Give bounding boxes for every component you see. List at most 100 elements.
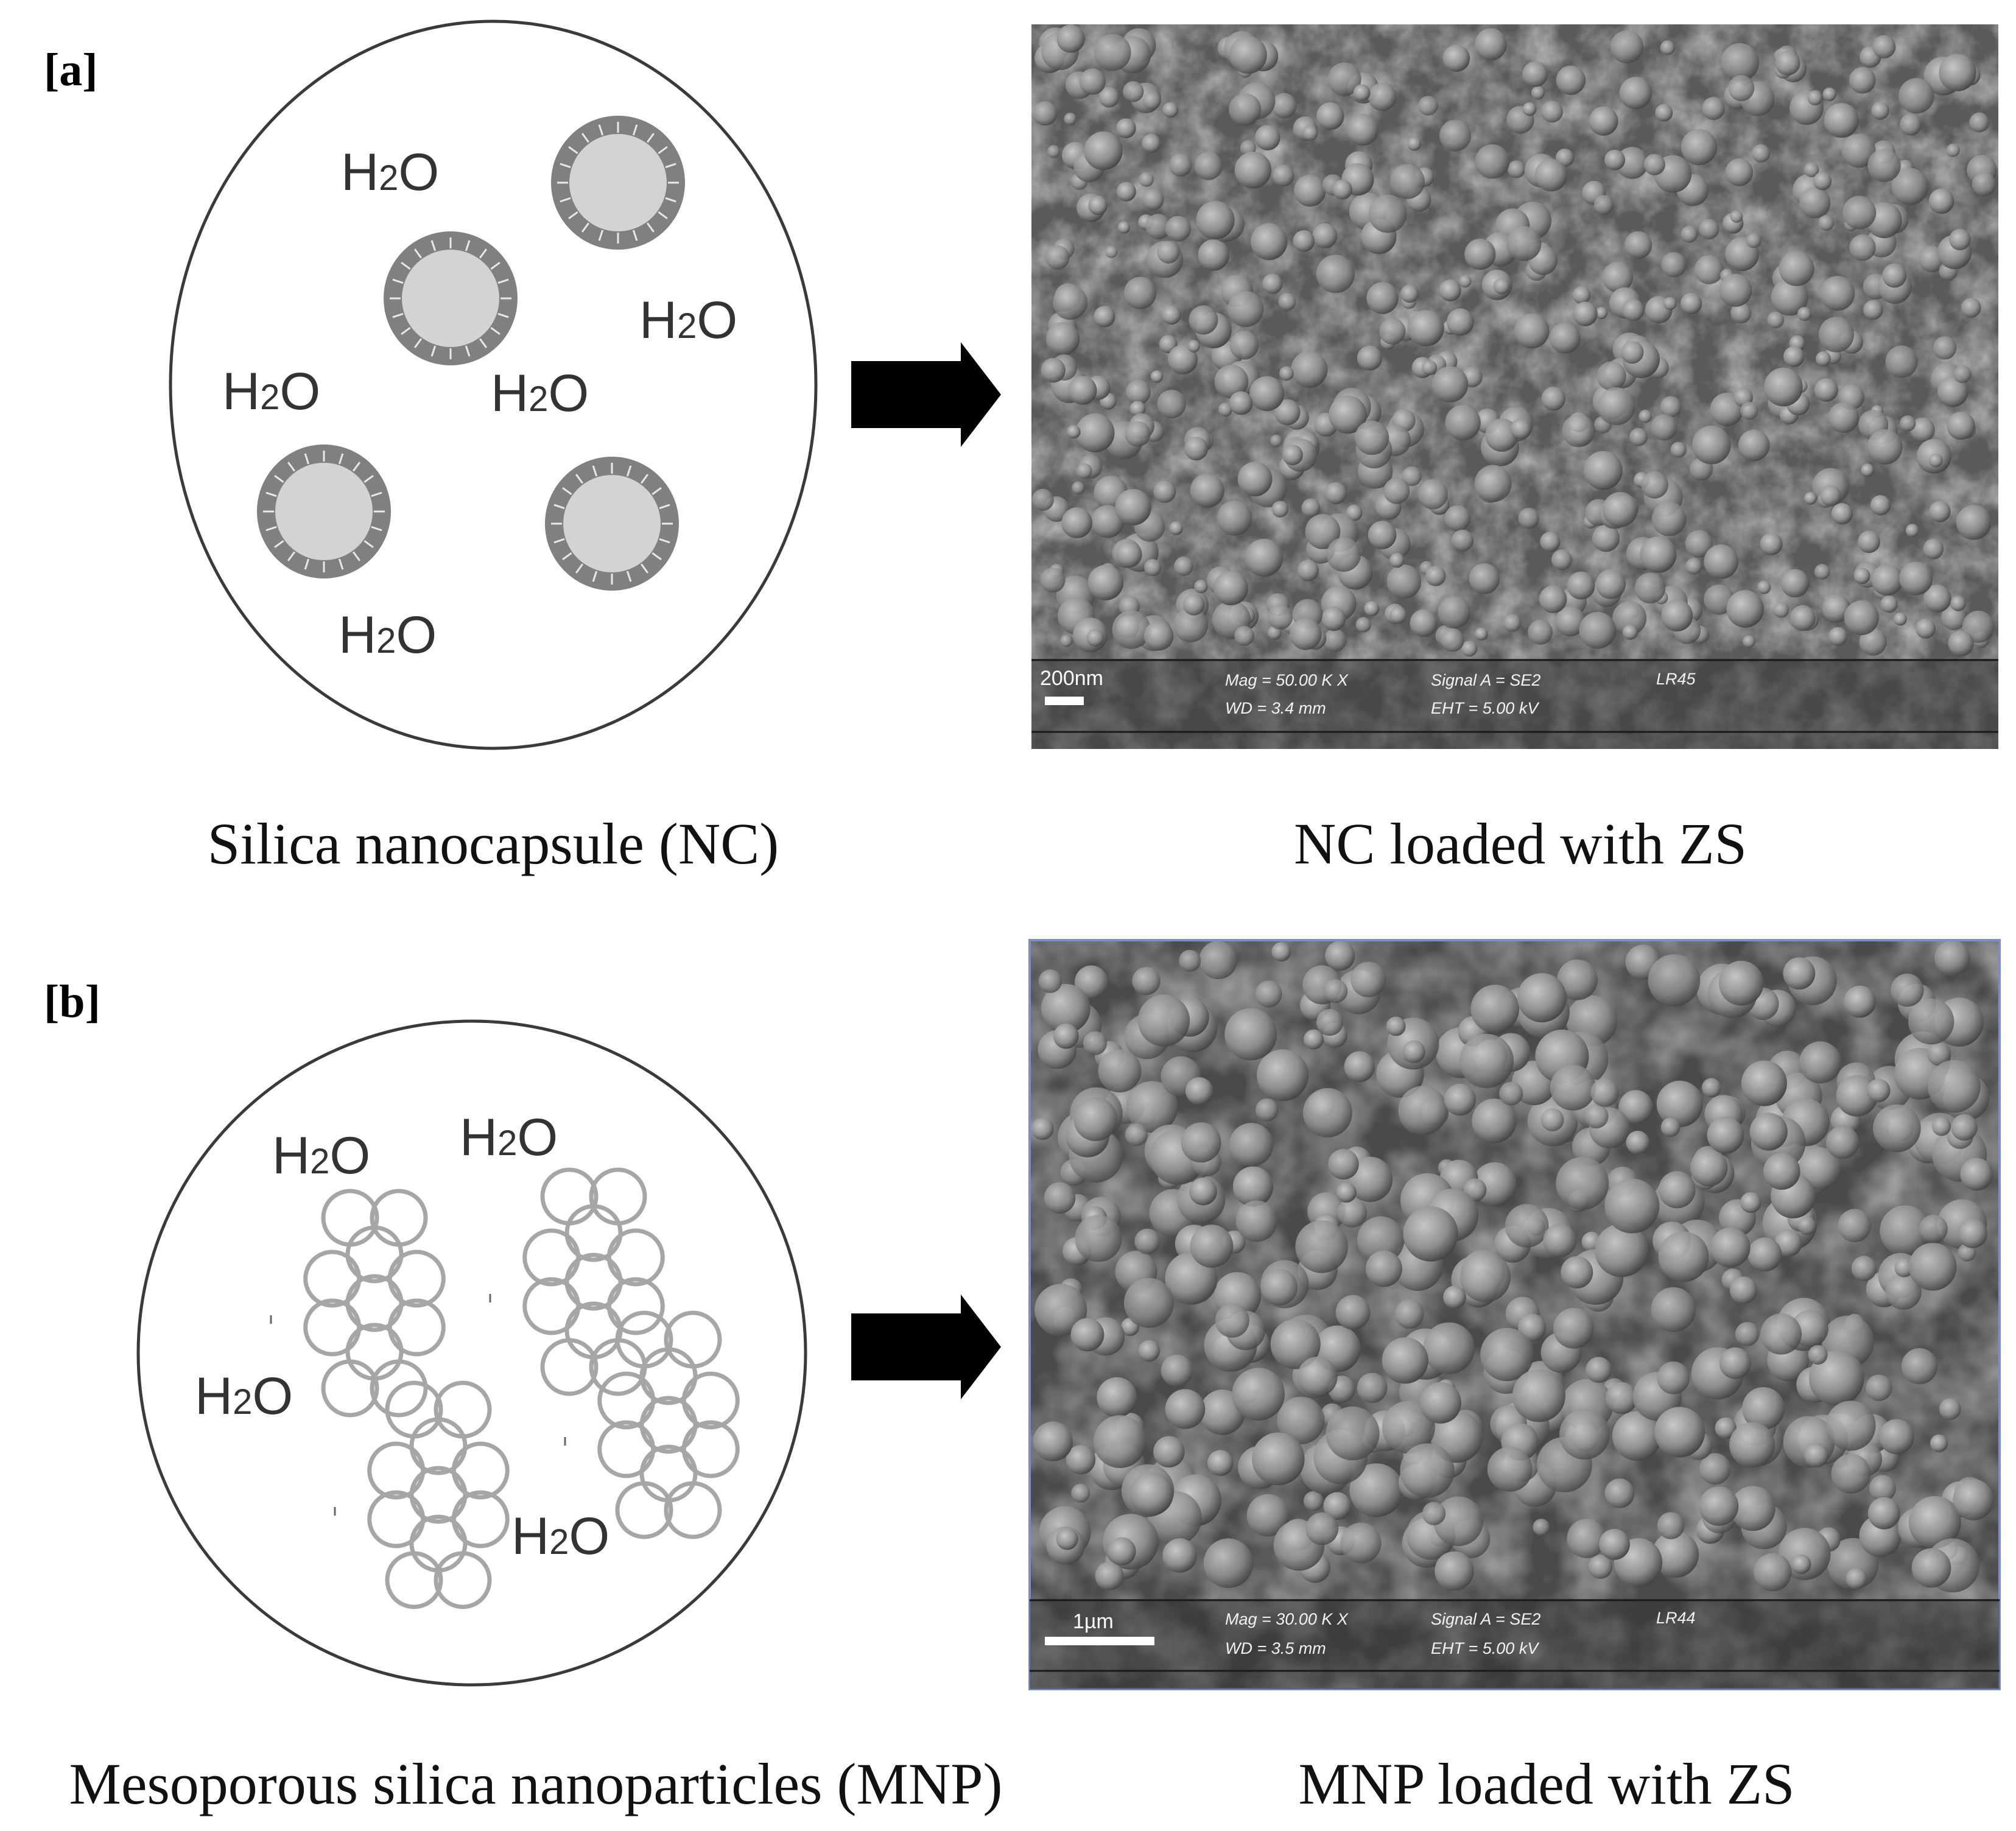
water-label: H2O: [511, 1507, 609, 1566]
sem-particles: [1031, 24, 1997, 657]
sem-particle: [1487, 1446, 1533, 1492]
sem-eht: EHT = 5.00 kV: [1431, 699, 1540, 717]
sem-particle: [1116, 118, 1136, 138]
sem-particle: [1073, 1097, 1118, 1142]
sem-particle: [1470, 985, 1520, 1033]
sem-particle: [1604, 149, 1625, 170]
sem-particle: [1270, 1319, 1321, 1369]
sem-particle: [1142, 188, 1164, 211]
sem-particle: [1926, 1041, 1951, 1066]
sem-particle: [1783, 957, 1816, 990]
sem-particle: [1340, 1522, 1382, 1564]
sem-particle: [1323, 628, 1347, 652]
sem-particle: [1754, 1553, 1792, 1592]
sem-particle: [1485, 418, 1519, 452]
sem-particle: [1157, 390, 1186, 419]
sem-particle: [1939, 1398, 1961, 1420]
water-label: H2O: [272, 1126, 370, 1185]
sem-particle: [1441, 628, 1464, 652]
sem-particle: [1818, 215, 1835, 231]
sem-particle: [1603, 492, 1638, 527]
sem-particle: [1825, 1400, 1876, 1451]
sem-particle: [1324, 979, 1348, 1003]
sem-particle: [1867, 149, 1901, 182]
sem-particle: [1252, 1432, 1305, 1486]
sem-particle: [1097, 1377, 1137, 1418]
sem-particle: [1353, 84, 1371, 102]
sem-particle: [1126, 379, 1151, 405]
sem-particle: [1741, 1060, 1787, 1106]
sem-particle: [1541, 100, 1563, 123]
panel-b-label: [b]: [44, 976, 100, 1027]
sem-particle: [1355, 420, 1389, 455]
sem-particle: [1866, 1374, 1892, 1401]
sem-particle: [1710, 1227, 1751, 1268]
sem-particle: [1899, 561, 1933, 596]
sem-particle: [1626, 1131, 1650, 1154]
sem-particle: [1044, 1182, 1076, 1214]
sem-particle: [1033, 101, 1058, 126]
sem-particle: [1681, 225, 1698, 243]
sem-particle: [1651, 414, 1677, 441]
sem-particle: [1658, 1171, 1696, 1209]
sem-particle: [1814, 564, 1830, 580]
sem-particle: [1702, 97, 1726, 121]
sem-particle: [1461, 641, 1478, 657]
sem-particle: [1031, 1117, 1054, 1140]
sem-particle: [1126, 1081, 1178, 1133]
sem-particle: [1813, 172, 1832, 191]
sem-particle: [1228, 290, 1264, 328]
sem-particle: [1616, 147, 1648, 179]
sem-particle: [1045, 245, 1070, 270]
sem-particle: [1189, 1177, 1217, 1206]
sem-particle: [1778, 1528, 1831, 1581]
sem-particle: [1567, 1519, 1606, 1558]
sem-particle: [1213, 571, 1248, 606]
sem-particle: [1681, 292, 1702, 314]
sem-particle: [1246, 1494, 1290, 1537]
sem-particle: [1499, 1081, 1523, 1106]
sem-particle: [1190, 473, 1224, 508]
sem-info-bar: 1µm Mag = 30.00 K X WD = 3.5 mm Signal A…: [1030, 1599, 2000, 1689]
sem-particle: [1798, 1147, 1841, 1190]
arrow-icon: [851, 1295, 1001, 1399]
sem-particle: [1389, 553, 1405, 568]
sem-particle: [1550, 1064, 1596, 1111]
sem-particle: [1400, 1443, 1455, 1498]
sem-particle: [1277, 1396, 1325, 1444]
sem-particle: [1475, 28, 1508, 61]
sem-particle: [1836, 1075, 1878, 1117]
sem-particle: [1142, 133, 1161, 153]
sem-particle: [1382, 1337, 1428, 1384]
sem-particle: [1198, 239, 1229, 271]
sem-particle: [1719, 1347, 1751, 1379]
sem-particle: [1880, 595, 1898, 613]
panel-a: [a] H2O H2O H2O H2O H2O 200nm Mag =: [44, 19, 1998, 876]
sem-particle: [1303, 1088, 1352, 1137]
sem-particle: [1894, 1257, 1914, 1277]
sem-particle: [1859, 628, 1887, 656]
sem-particle: [1034, 1284, 1087, 1337]
sem-particle: [1740, 401, 1758, 420]
sem-particle: [1586, 1357, 1612, 1383]
sem-particles: [1031, 940, 1994, 1593]
sem-particle: [1760, 1313, 1802, 1355]
sem-particle: [1726, 590, 1764, 628]
sem-particle: [1234, 152, 1272, 189]
sem-particle: [1561, 1256, 1593, 1288]
sem-particle: [1584, 451, 1623, 490]
sem-particle: [1459, 1251, 1511, 1302]
sem-particle: [1654, 1407, 1705, 1458]
sem-particle: [1268, 604, 1293, 630]
sem-particle: [1262, 273, 1283, 294]
sem-particle: [1182, 594, 1205, 616]
sem-particle: [1179, 949, 1201, 972]
sem-particle: [1475, 144, 1510, 179]
sem-particle: [1652, 1531, 1699, 1578]
sem-particle: [1162, 102, 1179, 118]
sem-particle: [1234, 626, 1254, 646]
sem-particle: [1129, 401, 1146, 417]
sem-particle: [1641, 471, 1669, 499]
sem-particle: [1715, 1417, 1737, 1439]
sem-particle: [1868, 1497, 1900, 1530]
